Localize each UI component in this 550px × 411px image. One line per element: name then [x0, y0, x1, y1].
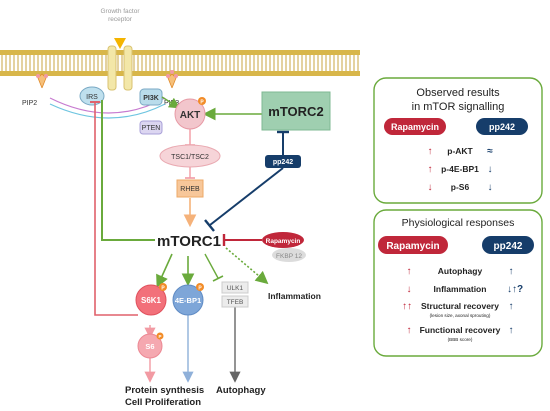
pten-protein: PTEN — [139, 120, 163, 135]
receptor-label-line1: Growth factor — [100, 8, 140, 15]
pp242-drug-node: pp242 — [265, 155, 301, 168]
mtorc2-node: mTORC2 — [261, 91, 331, 131]
physio-rapamycin-label: Rapamycin — [386, 241, 439, 252]
physio-row-pp: ↑ — [509, 266, 514, 277]
growth-factor-receptor: Growth factor receptor — [100, 8, 140, 91]
mtorc1-label: mTORC1 — [157, 233, 221, 250]
physio-rapamycin-badge — [378, 236, 448, 254]
physio-pp242-badge — [482, 236, 534, 254]
physio-row-pp: ↑ — [509, 301, 514, 312]
pip3-lipid: PIP3 — [164, 70, 179, 107]
tfeb-label: TFEB — [227, 299, 244, 306]
s6k1-inhibits-irs-line — [94, 102, 138, 316]
physio-row-pp: ↑ — [509, 325, 514, 336]
observed-row-pp: ↓ — [488, 164, 493, 175]
akt-phospho-label: P — [200, 100, 204, 106]
s6-node: S6 P — [137, 332, 164, 359]
akt-label: AKT — [180, 110, 201, 121]
fkbp12-node: FKBP 12 — [272, 248, 306, 262]
rheb-label: RHEB — [180, 186, 200, 193]
inflammation-output-label: Inflammation — [268, 291, 321, 301]
4ebp1-label: 4E-BP1 — [175, 296, 201, 305]
observed-row-label: p-AKT — [447, 146, 473, 156]
observed-title-line1: Observed results — [416, 87, 500, 99]
s6k1-phospho-icon — [159, 283, 167, 291]
observed-row-label: p-4E-BP1 — [441, 164, 479, 174]
observed-row-rapa: ↓ — [428, 182, 433, 193]
pp242-inhibits-mtorc1-line — [209, 167, 284, 226]
tfeb-node: TFEB — [221, 295, 249, 308]
physio-row-pp: ↓↑? — [507, 284, 523, 295]
autophagy-output-label: Autophagy — [216, 385, 266, 396]
physio-row-label: Structural recovery — [421, 301, 499, 311]
akt-node: AKT P — [174, 97, 206, 130]
observed-row-label: p-S6 — [451, 182, 470, 192]
physiological-responses-panel: Physiological responses Rapamycin pp242 … — [373, 209, 543, 357]
rheb-node: RHEB — [176, 179, 204, 198]
physio-row-sub: (lesion size, axonal sprouting) — [430, 313, 491, 318]
rapamycin-node-label: Rapamycin — [266, 238, 301, 245]
receptor-label-line2: receptor — [108, 16, 133, 23]
physio-row-rapa: ↓ — [407, 284, 412, 295]
pi3k-to-akt-arrow — [161, 96, 181, 109]
fkbp12-label: FKBP 12 — [276, 253, 302, 260]
physio-title: Physiological responses — [402, 217, 515, 229]
tsc-node: TSC1/TSC2 — [159, 144, 221, 168]
akt-phospho-icon — [198, 97, 206, 105]
s6-label: S6 — [145, 342, 154, 351]
s6-phospho-label: P — [158, 334, 161, 339]
observed-row-rapa: ↑ — [428, 146, 433, 157]
physio-row-label: Functional recovery — [420, 325, 501, 335]
mtorc1-node: mTORC1 — [157, 233, 221, 250]
observed-pp242-label: pp242 — [489, 122, 515, 132]
observed-row-rapa: ↑ — [428, 164, 433, 175]
mtorc1-inhibits-ulk1-line — [204, 253, 219, 279]
cell-proliferation-label: Cell Proliferation — [125, 397, 201, 408]
tsc-label: TSC1/TSC2 — [171, 154, 209, 161]
physio-row-rapa: ↑ — [407, 266, 412, 277]
pip2-label: PIP2 — [22, 100, 37, 107]
cell-membrane — [0, 50, 360, 76]
mtorc1-to-s6k1-arrow — [156, 253, 173, 288]
pip3-to-pip2-arrow — [49, 103, 166, 119]
s6k1-phospho-label: P — [161, 286, 165, 292]
pp242-label: pp242 — [273, 159, 293, 166]
pip2-lipid: PIP2 — [22, 73, 48, 107]
rapamycin-drug-node: Rapamycin — [262, 232, 304, 248]
s6k1-label: S6K1 — [141, 296, 162, 305]
s6k1-node: S6K1 P — [135, 283, 167, 316]
observed-row-pp: ≈ — [487, 146, 493, 157]
physio-row-label: Inflammation — [434, 284, 487, 294]
observed-results-panel: Observed results in mTOR signalling Rapa… — [373, 77, 543, 204]
s6-phospho-icon — [156, 332, 164, 340]
physio-row-label: Autophagy — [438, 266, 483, 276]
ulk1-label: ULK1 — [227, 285, 244, 292]
observed-row-pp: ↓ — [488, 182, 493, 193]
ulk1-node: ULK1 — [221, 281, 249, 294]
observed-pp242-badge — [476, 118, 528, 135]
observed-rapamycin-label: Rapamycin — [391, 122, 439, 132]
4ebp1-phospho-icon — [196, 283, 204, 291]
observed-title-line2: in mTOR signalling — [412, 101, 505, 113]
physio-row-sub: (BBB score) — [448, 337, 473, 342]
pten-label: PTEN — [142, 125, 161, 132]
physio-row-rapa: ↑ — [407, 325, 412, 336]
mtorc1-to-inflammation-arrow — [225, 247, 269, 285]
pi3k-label: PI3K — [143, 95, 159, 102]
4ebp1-node: 4E-BP1 P — [172, 283, 204, 316]
irs-protein: IRS — [79, 86, 105, 106]
pi3k-protein: PI3K — [139, 88, 163, 106]
irs-label: IRS — [86, 94, 98, 101]
observed-rapamycin-badge — [384, 118, 446, 135]
physio-row-rapa: ↑↑ — [402, 301, 412, 312]
physio-pp242-label: pp242 — [494, 241, 523, 252]
4ebp1-phospho-label: P — [198, 286, 202, 292]
protein-synthesis-label: Protein synthesis — [125, 385, 204, 396]
mtorc1-irs-feedback-line — [101, 100, 155, 241]
mtorc2-label: mTORC2 — [268, 104, 323, 119]
